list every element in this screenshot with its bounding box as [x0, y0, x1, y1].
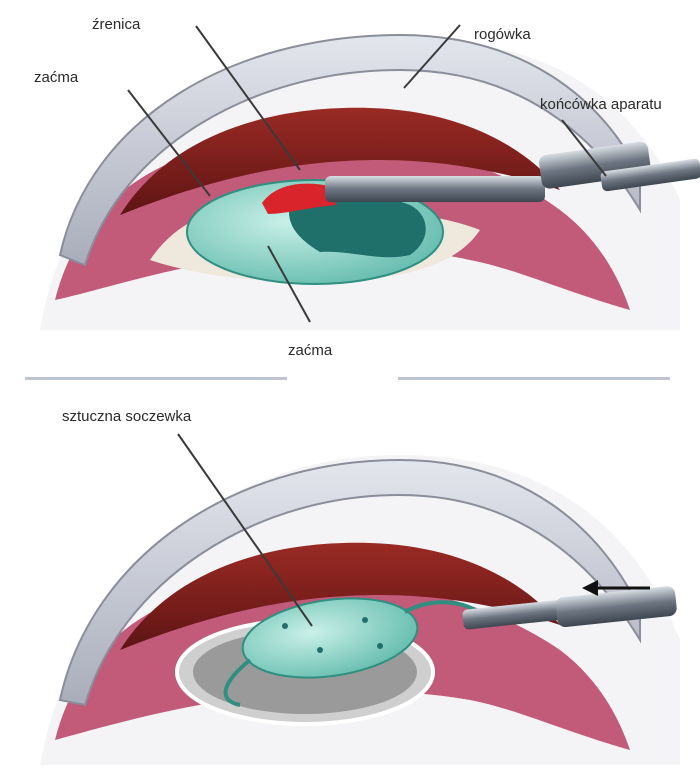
label-artificial-lens: sztuczna soczewka [62, 408, 192, 425]
label-cataract-bottom: zaćma [288, 342, 333, 359]
divider-left [25, 377, 287, 380]
top-instrument-shaft [325, 176, 545, 202]
label-cataract-left: zaćma [34, 69, 79, 86]
lens-dot-3 [362, 617, 368, 623]
divider-right [398, 377, 670, 380]
label-cornea: rogówka [474, 26, 531, 43]
lens-dot-2 [317, 647, 323, 653]
top-eye-illustration [40, 35, 700, 330]
lens-dot-1 [282, 623, 288, 629]
lens-dot-4 [377, 643, 383, 649]
label-device-tip: końcówka aparatu [540, 96, 662, 113]
bottom-eye-illustration [40, 455, 680, 765]
label-pupil: źrenica [92, 16, 141, 33]
